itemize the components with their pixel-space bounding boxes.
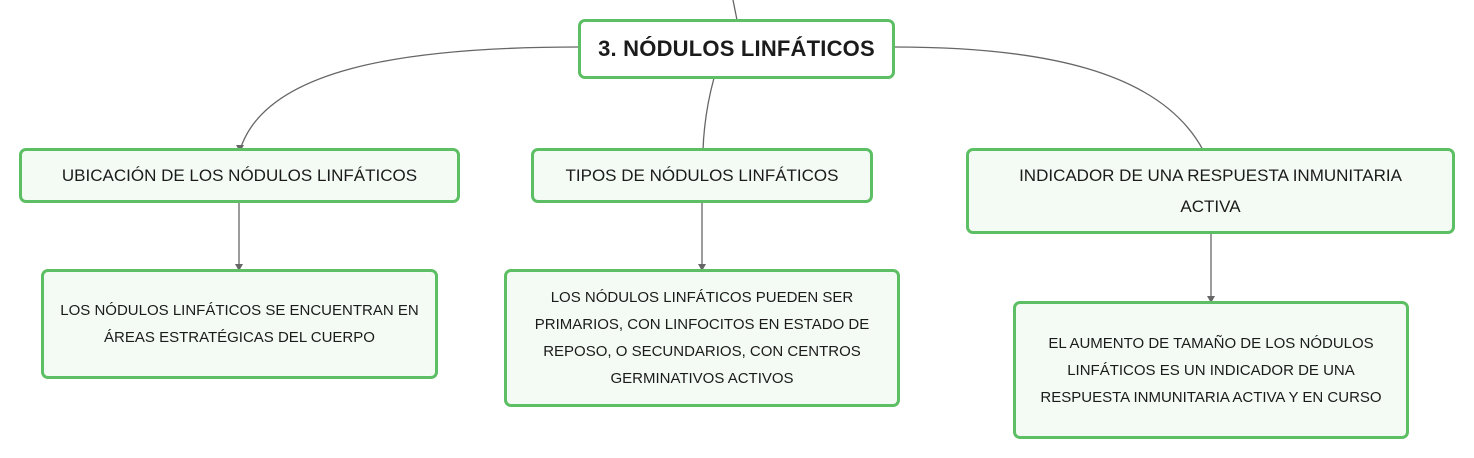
root-node[interactable]: 3. NÓDULOS LINFÁTICOS (578, 19, 895, 79)
arrowhead-ubicacion-detail (235, 264, 243, 271)
topic-node-ubicacion[interactable]: UBICACIÓN DE LOS NÓDULOS LINFÁTICOS (19, 148, 460, 203)
root-node-label: 3. NÓDULOS LINFÁTICOS (598, 36, 875, 61)
topic-node-label: INDICADOR DE UNA RESPUESTA INMUNITARIA A… (1019, 166, 1402, 216)
topic-node-indicador[interactable]: INDICADOR DE UNA RESPUESTA INMUNITARIA A… (966, 148, 1455, 234)
detail-node-ubicacion[interactable]: LOS NÓDULOS LINFÁTICOS SE ENCUENTRAN EN … (41, 269, 438, 379)
detail-node-text: EL AUMENTO DE TAMAÑO DE LOS NÓDULOS LINF… (1040, 334, 1382, 406)
connector-parent-to-root (732, 0, 738, 21)
detail-node-text: LOS NÓDULOS LINFÁTICOS PUEDEN SER PRIMAR… (534, 289, 870, 387)
topic-node-label: UBICACIÓN DE LOS NÓDULOS LINFÁTICOS (61, 166, 418, 185)
connector-root-to-tipos (702, 77, 715, 151)
detail-node-indicador[interactable]: EL AUMENTO DE TAMAÑO DE LOS NÓDULOS LINF… (1013, 301, 1409, 439)
topic-node-label: TIPOS DE NÓDULOS LINFÁTICOS (565, 166, 839, 185)
arrowhead-indicador-detail (1207, 296, 1215, 303)
detail-node-text: LOS NÓDULOS LINFÁTICOS SE ENCUENTRAN EN … (60, 302, 419, 346)
connector-root-to-indicador (893, 46, 1204, 151)
arrowhead-tipos-detail (698, 264, 706, 271)
connector-root-to-ubicacion (239, 46, 580, 151)
detail-node-tipos[interactable]: LOS NÓDULOS LINFÁTICOS PUEDEN SER PRIMAR… (504, 269, 900, 407)
topic-node-tipos[interactable]: TIPOS DE NÓDULOS LINFÁTICOS (531, 148, 873, 203)
